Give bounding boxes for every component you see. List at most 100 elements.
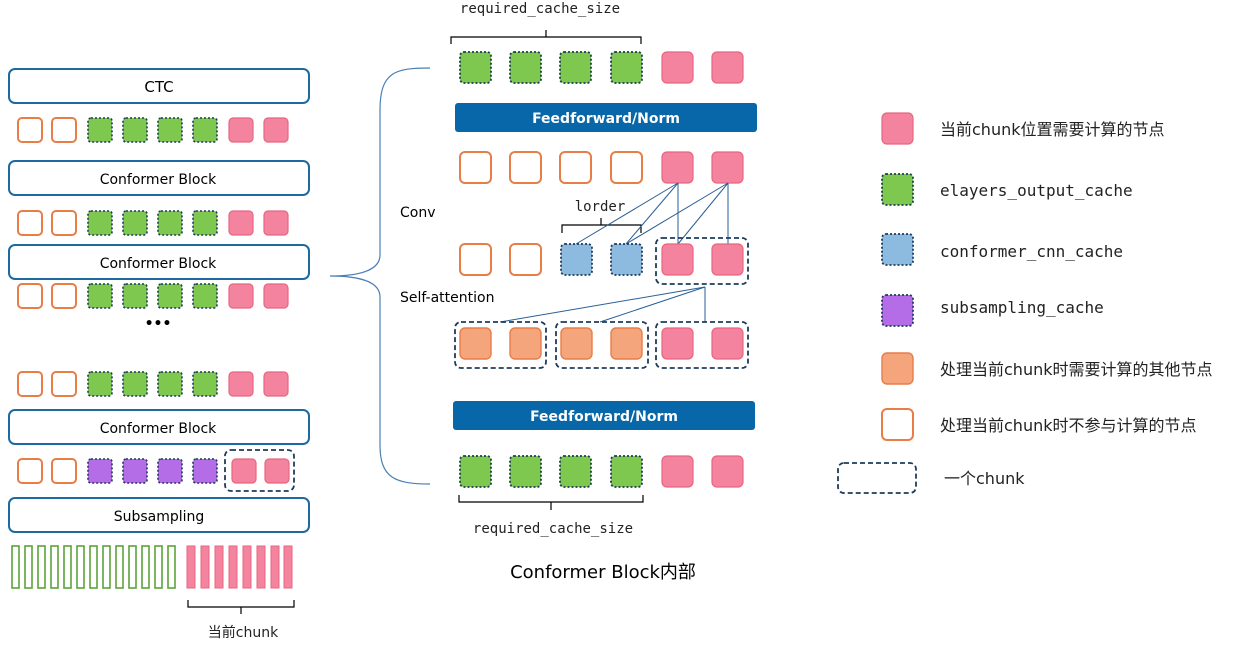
feedforward-norm-label-bottom: Feedforward/Norm xyxy=(530,409,678,425)
node-empty xyxy=(509,151,542,184)
frame-green xyxy=(102,545,111,589)
frame-green xyxy=(37,545,46,589)
node-empty xyxy=(509,243,542,276)
node-purple xyxy=(157,458,183,484)
node-empty xyxy=(459,151,492,184)
frame-green xyxy=(50,545,59,589)
legend-label-chunk: 一个chunk xyxy=(944,469,1025,488)
node-empty xyxy=(17,117,43,143)
node-green xyxy=(122,283,148,309)
chunk-outline xyxy=(655,321,749,369)
node-pink xyxy=(228,210,254,236)
node-pink xyxy=(661,327,694,360)
current-chunk-label: 当前chunk xyxy=(208,624,279,641)
node-green xyxy=(87,210,113,236)
self-attention-label: Self-attention xyxy=(400,290,494,306)
conv-edge xyxy=(677,182,729,245)
feedforward-norm-bar-top xyxy=(455,103,757,132)
frame-pink xyxy=(270,545,280,589)
node-green xyxy=(157,371,183,397)
chunk-outline xyxy=(555,321,649,369)
node-green xyxy=(559,455,592,488)
legend-swatch-chunk xyxy=(837,462,917,494)
frame-pink xyxy=(242,545,252,589)
frame-pink xyxy=(228,545,238,589)
conformer-block-label: Conformer Block xyxy=(100,256,217,272)
node-pink xyxy=(711,327,744,360)
detail-row-3 xyxy=(459,237,749,285)
conformer-block-box xyxy=(8,244,310,280)
legend-swatch-orange-empty xyxy=(881,408,914,441)
legend-label-blue: conformer_cnn_cache xyxy=(940,242,1123,261)
node-green xyxy=(192,210,218,236)
node-pink xyxy=(661,51,694,84)
attention-edge xyxy=(599,286,706,323)
conv-edge xyxy=(625,182,679,245)
node-purple xyxy=(122,458,148,484)
left-stack: CTC Conformer Block Conformer Block xyxy=(8,68,310,641)
node-pink xyxy=(711,243,744,276)
node-empty xyxy=(51,283,77,309)
node-row-4 xyxy=(17,371,289,397)
frame-green xyxy=(89,545,98,589)
node-green xyxy=(122,371,148,397)
ellipsis: ••• xyxy=(145,316,172,332)
node-pink xyxy=(711,51,744,84)
lorder-label: lorder xyxy=(575,199,626,215)
conformer-detail: required_cache_size Feedforward/Norm Con… xyxy=(400,1,757,583)
node-pink xyxy=(228,371,254,397)
frame-green xyxy=(24,545,33,589)
frame-pink xyxy=(214,545,224,589)
node-empty xyxy=(51,210,77,236)
node-pink xyxy=(711,455,744,488)
node-orange xyxy=(610,327,643,360)
input-frames xyxy=(11,545,293,589)
legend-swatch-pink xyxy=(881,112,914,145)
frame-green xyxy=(63,545,72,589)
frame-green xyxy=(11,545,20,589)
conformer-block-label: Conformer Block xyxy=(100,421,217,437)
node-pink xyxy=(711,151,744,184)
node-pink xyxy=(263,371,289,397)
node-empty xyxy=(17,210,43,236)
node-pink xyxy=(264,458,290,484)
subsampling-label: Subsampling xyxy=(114,509,205,525)
frame-green xyxy=(76,545,85,589)
node-orange xyxy=(459,327,492,360)
node-green xyxy=(192,371,218,397)
node-green xyxy=(459,51,492,84)
frame-green xyxy=(141,545,150,589)
attention-edge xyxy=(499,286,706,323)
legend-swatch-green xyxy=(881,173,914,206)
conformer-detail-title: Conformer Block内部 xyxy=(510,562,696,583)
node-row-2 xyxy=(17,210,289,236)
node-green xyxy=(509,51,542,84)
conv-label: Conv xyxy=(400,205,436,221)
node-empty xyxy=(17,371,43,397)
legend-swatch-blue xyxy=(881,233,914,266)
legend-label-pink: 当前chunk位置需要计算的节点 xyxy=(940,120,1165,139)
node-pink xyxy=(661,455,694,488)
node-pink xyxy=(231,458,257,484)
subsampling-box xyxy=(8,497,310,533)
node-row-3 xyxy=(17,283,289,309)
detail-row-1 xyxy=(459,51,744,84)
conv-edge xyxy=(625,182,729,245)
conformer-block-label: Conformer Block xyxy=(100,172,217,188)
node-green xyxy=(192,117,218,143)
frame-pink xyxy=(200,545,210,589)
feedforward-norm-bar-bottom xyxy=(453,401,755,430)
node-green xyxy=(192,283,218,309)
node-green xyxy=(87,371,113,397)
node-empty xyxy=(559,151,592,184)
node-row-top xyxy=(17,117,289,143)
conformer-block-box xyxy=(8,160,310,196)
legend-label-orange-fill: 处理当前chunk时需要计算的其他节点 xyxy=(940,360,1213,379)
frame-green xyxy=(115,545,124,589)
node-empty xyxy=(51,117,77,143)
node-green xyxy=(157,210,183,236)
node-purple xyxy=(192,458,218,484)
conformer-block-box xyxy=(8,409,310,445)
node-orange xyxy=(560,327,593,360)
